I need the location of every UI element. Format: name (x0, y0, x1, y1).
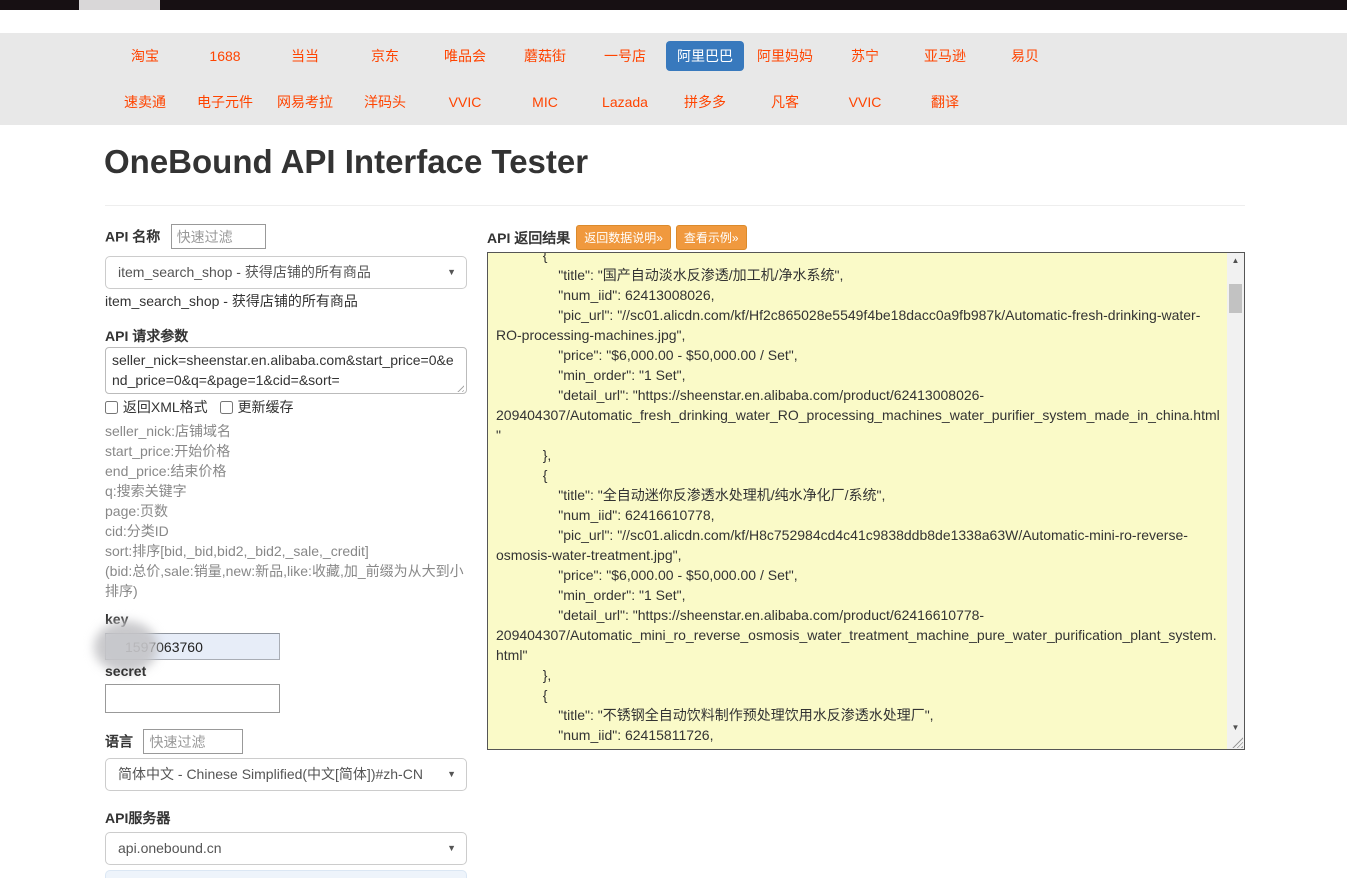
xml-format-checkbox[interactable] (105, 401, 118, 414)
secret-label: secret (105, 663, 147, 679)
language-filter-input[interactable] (143, 729, 244, 754)
api-server-label: API服务器 (105, 810, 171, 826)
nav-item-electronic-components[interactable]: 电子元件 (197, 94, 253, 110)
api-name-label: API 名称 (105, 228, 161, 245)
secret-input[interactable] (105, 684, 280, 713)
nav-item-vancl[interactable]: 凡客 (771, 94, 799, 110)
chevron-down-icon: ▼ (447, 769, 456, 779)
nav-item-vvic[interactable]: VVIC (448, 94, 482, 110)
refresh-cache-checkbox[interactable] (219, 401, 233, 414)
nav-item-taobao[interactable]: 淘宝 (131, 48, 159, 64)
param-doc-line: seller_nick:店铺域名 (105, 423, 232, 439)
browser-topbar (0, 0, 1347, 10)
api-server-select[interactable]: api.onebound.cn ▼ (105, 832, 467, 865)
result-header: API 返回结果 返回数据说明» 查看示例» (487, 225, 752, 250)
result-json-text: { "title": "国产自动淡水反渗透/加工机/净水系统", "num_ii… (496, 252, 1220, 749)
param-docs: seller_nick:店铺域名 start_price:开始价格 end_pr… (105, 421, 471, 601)
nav-item-vvic-2[interactable]: VVIC (848, 94, 882, 110)
view-example-button[interactable]: 查看示例» (675, 225, 747, 250)
nav-row-1: 淘宝 1688 当当 京东 唯品会 蘑菇街 一号店 阿里巴巴 阿里妈妈 苏宁 亚… (105, 41, 1065, 71)
result-output-area[interactable]: { "title": "国产自动淡水反渗透/加工机/净水系统", "num_ii… (487, 252, 1245, 750)
nav-item-mogujie[interactable]: 蘑菇街 (524, 48, 566, 64)
nav-item-alibaba-active[interactable]: 阿里巴巴 (666, 41, 744, 71)
param-doc-line: start_price:开始价格 (105, 443, 231, 459)
info-panel-cutoff (105, 870, 467, 878)
param-doc-line: (bid:总价,sale:销量,new:新品,like:收藏,加_前缀为从大到小… (105, 563, 464, 599)
result-label: API 返回结果 (487, 229, 571, 246)
scroll-down-icon[interactable]: ▼ (1231, 723, 1240, 732)
chevron-down-icon: ▼ (447, 843, 456, 853)
nav-item-lazada[interactable]: Lazada (602, 94, 648, 110)
redaction-blur (94, 621, 158, 673)
params-label: API 请求参数 (105, 328, 189, 344)
api-method-select-value: item_search_shop - 获得店铺的所有商品 (118, 264, 371, 280)
result-scrollbar[interactable]: ▲ ▼ (1227, 253, 1244, 749)
scrollbar-thumb[interactable] (1229, 284, 1242, 313)
api-name-row: API 名称 (105, 224, 266, 249)
api-method-select[interactable]: item_search_shop - 获得店铺的所有商品 ▼ (105, 256, 467, 289)
nav-item-kaola[interactable]: 网易考拉 (277, 94, 333, 110)
nav-item-mic[interactable]: MIC (532, 94, 558, 110)
nav-item-suning[interactable]: 苏宁 (851, 48, 879, 64)
nav-item-aliexpress[interactable]: 速卖通 (124, 94, 166, 110)
nav-item-pinduoduo[interactable]: 拼多多 (684, 94, 726, 110)
api-name-filter-input[interactable] (170, 224, 266, 249)
resize-handle-icon[interactable] (1232, 737, 1243, 748)
language-select-value: 简体中文 - Chinese Simplified(中文[简体])#zh-CN (118, 766, 423, 782)
nav-item-alimama[interactable]: 阿里妈妈 (757, 48, 813, 64)
param-doc-line: cid:分类ID (105, 523, 169, 539)
params-textarea[interactable]: seller_nick=sheenstar.en.alibaba.com&sta… (105, 347, 467, 394)
param-doc-line: q:搜索关键字 (105, 483, 187, 499)
nav-item-jd[interactable]: 京东 (371, 48, 399, 64)
param-doc-line: end_price:结束价格 (105, 463, 227, 479)
scroll-up-icon[interactable]: ▲ (1231, 256, 1240, 265)
api-method-caption: item_search_shop - 获得店铺的所有商品 (105, 293, 358, 309)
nav-item-amazon[interactable]: 亚马逊 (924, 48, 966, 64)
nav-item-yangmatou[interactable]: 洋码头 (364, 94, 406, 110)
language-row: 语言 (105, 729, 244, 754)
browser-tab[interactable] (79, 0, 160, 10)
chevron-down-icon: ▼ (447, 267, 456, 277)
nav-item-translate[interactable]: 翻译 (931, 94, 959, 110)
page-title: OneBound API Interface Tester (104, 143, 589, 180)
language-select[interactable]: 简体中文 - Chinese Simplified(中文[简体])#zh-CN … (105, 758, 467, 791)
xml-format-label: 返回XML格式 (122, 399, 208, 415)
nav-row-2: 速卖通 电子元件 网易考拉 洋码头 VVIC MIC Lazada 拼多多 凡客… (105, 89, 985, 116)
nav-item-vip[interactable]: 唯品会 (444, 48, 486, 64)
refresh-cache-label: 更新缓存 (237, 399, 294, 415)
nav-item-ebay[interactable]: 易贝 (1011, 48, 1039, 64)
nav-item-dangdang[interactable]: 当当 (291, 48, 319, 64)
nav-item-1688[interactable]: 1688 (209, 48, 241, 64)
language-label: 语言 (105, 733, 133, 750)
api-server-select-value: api.onebound.cn (118, 840, 222, 856)
nav-item-yihaodian[interactable]: 一号店 (604, 48, 646, 64)
resize-handle-icon[interactable] (455, 383, 464, 392)
return-data-docs-button[interactable]: 返回数据说明» (576, 225, 671, 250)
options-row: 返回XML格式 更新缓存 (105, 397, 293, 417)
marketplace-nav: 淘宝 1688 当当 京东 唯品会 蘑菇街 一号店 阿里巴巴 阿里妈妈 苏宁 亚… (0, 33, 1347, 125)
param-doc-line: sort:排序[bid,_bid,bid2,_bid2,_sale,_credi… (105, 543, 369, 559)
param-doc-line: page:页数 (105, 503, 169, 519)
title-divider (105, 205, 1245, 206)
